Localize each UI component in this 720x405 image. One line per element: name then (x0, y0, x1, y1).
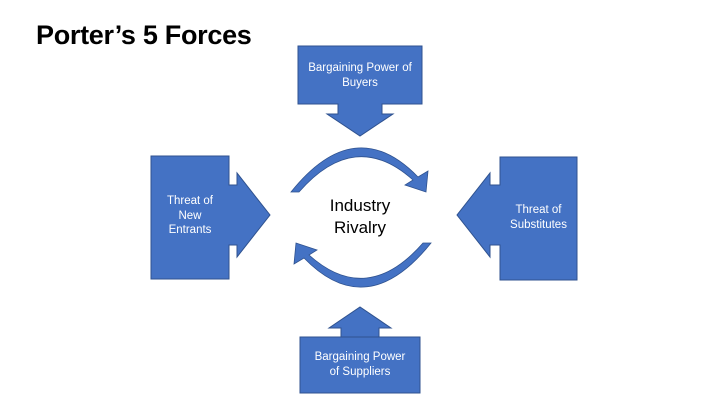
slide-title: Porter’s 5 Forces (36, 20, 252, 50)
cycle-arrow-bottom (293, 242, 432, 288)
force-suppliers-label: Bargaining Power of Suppliers (314, 351, 406, 378)
cycle-arrow-top (290, 147, 429, 193)
force-buyers: Bargaining Power of Buyers (298, 54, 422, 98)
substitutes-callout-shape (456, 156, 578, 281)
force-substitutes: Threat of Substitutes (500, 198, 577, 238)
buyers-callout-shape (297, 45, 423, 137)
force-new-entrants-label: Threat of New Entrants (166, 194, 214, 237)
force-new-entrants: Threat of New Entrants (153, 188, 227, 244)
force-substitutes-label: Threat of Substitutes (510, 204, 567, 231)
force-buyers-label: Bargaining Power of Buyers (308, 62, 412, 89)
industry-rivalry-label: Industry Rivalry (329, 196, 391, 238)
rivalry-cycle-arrows (290, 147, 432, 288)
suppliers-callout-shape (299, 306, 421, 394)
force-suppliers: Bargaining Power of Suppliers (300, 344, 420, 386)
new-entrants-callout-shape (150, 155, 271, 280)
